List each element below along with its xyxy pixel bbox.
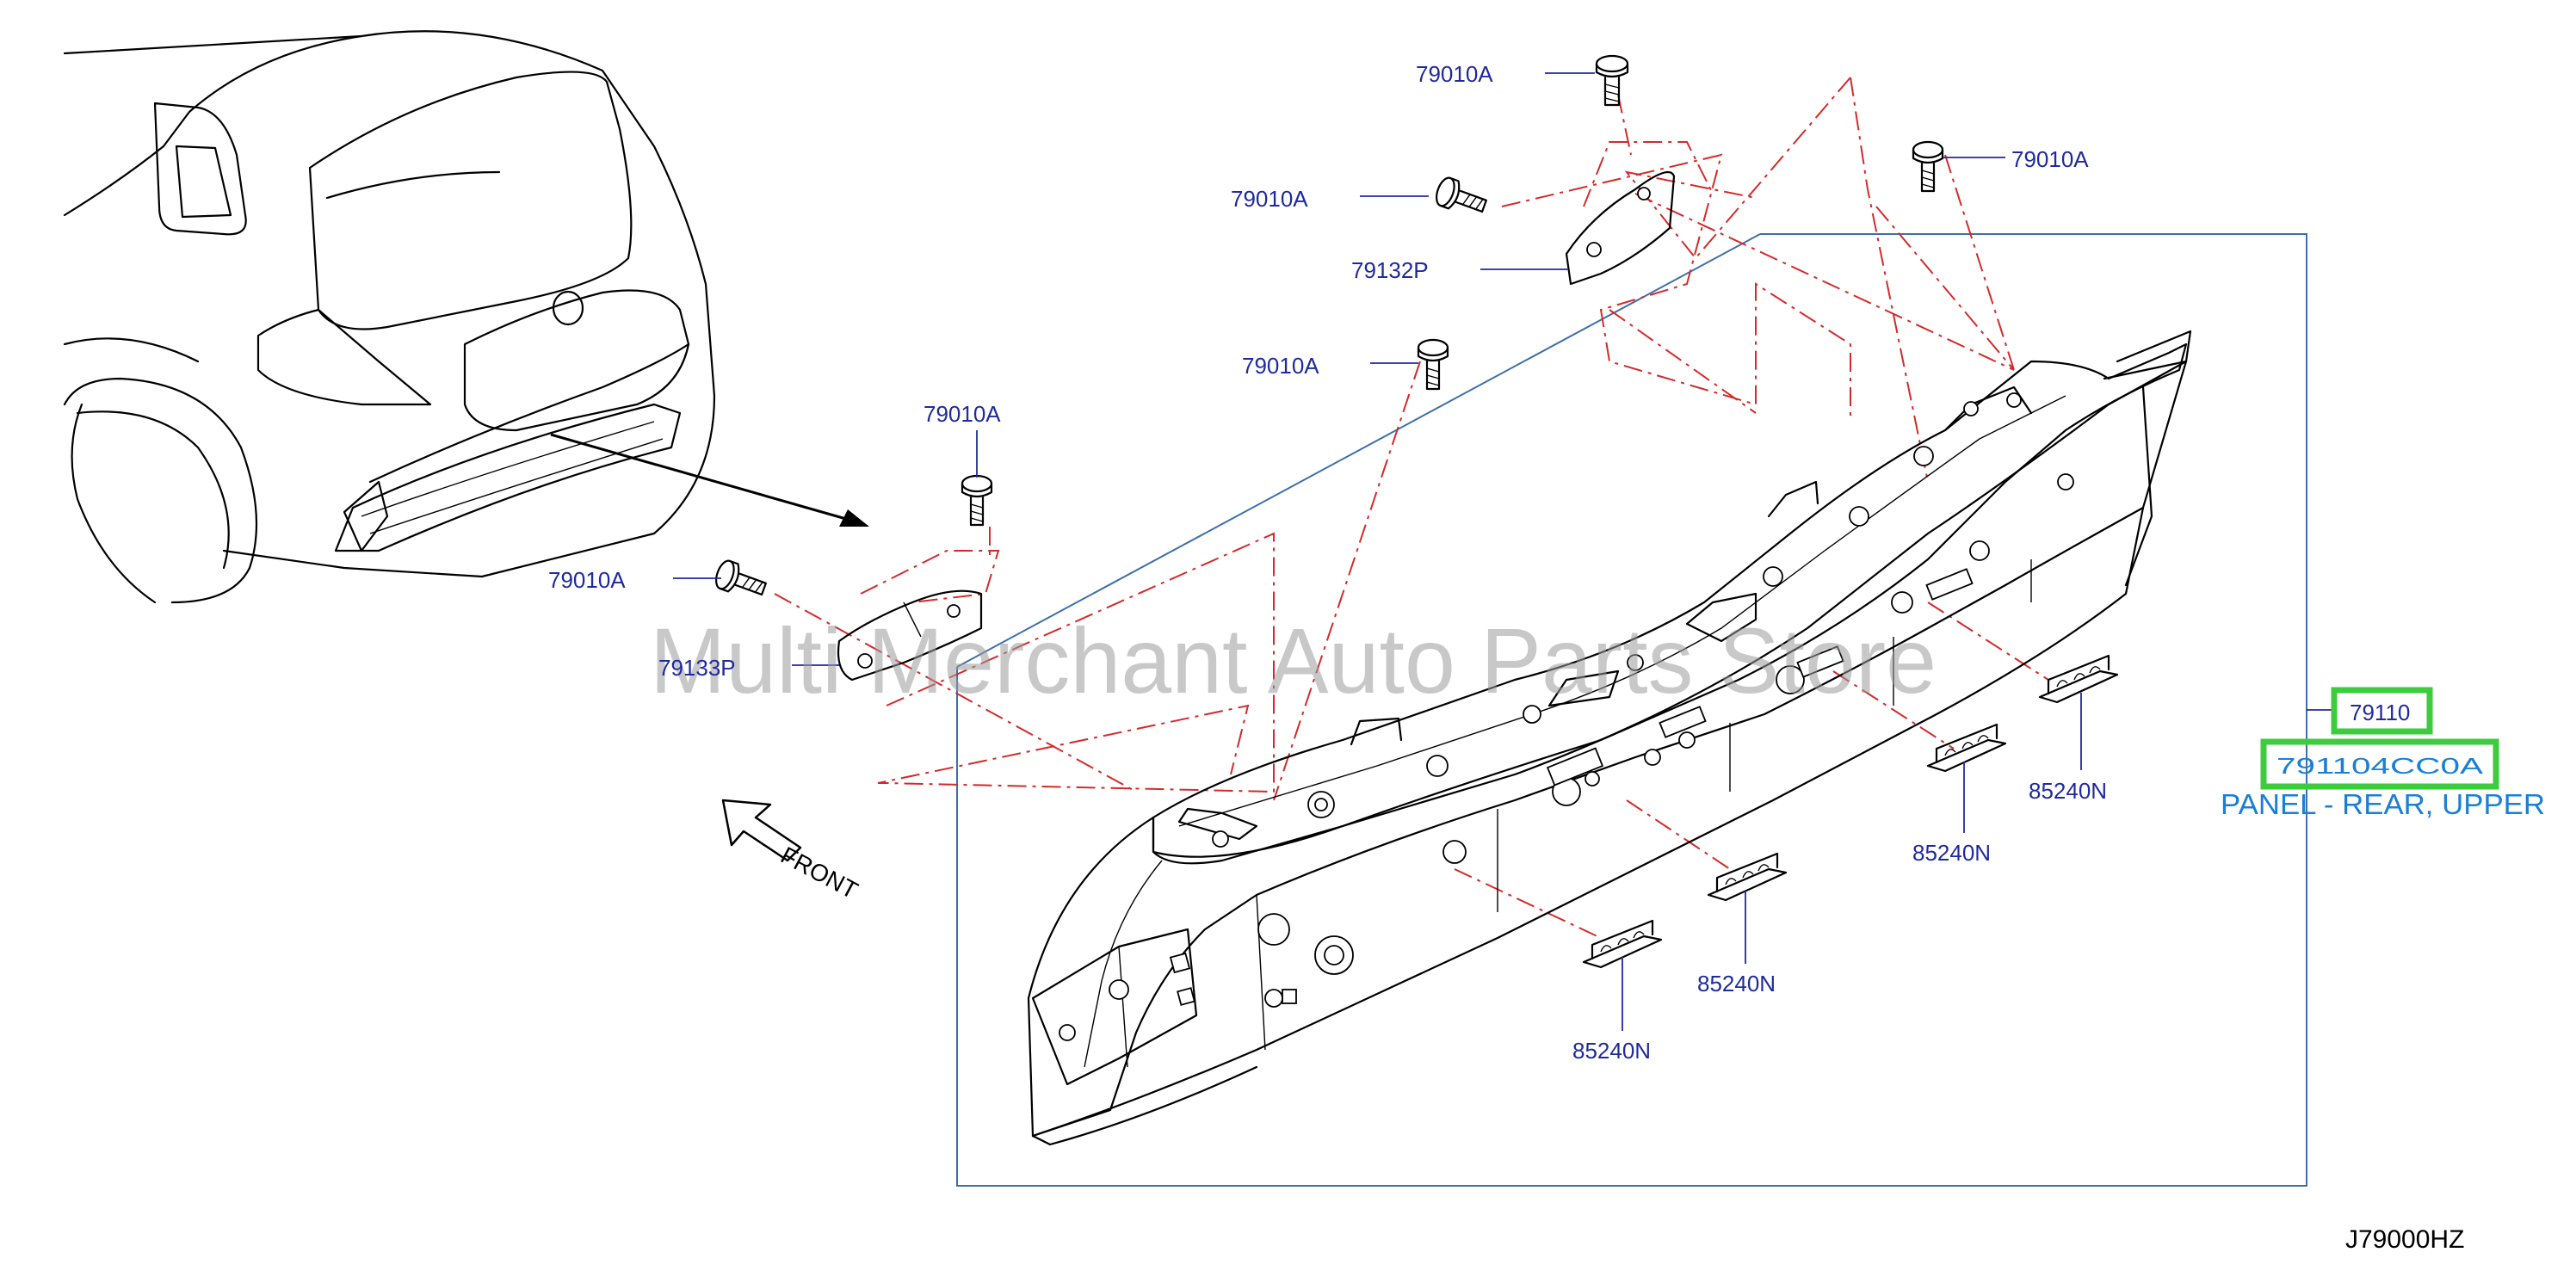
vehicle-rear-view [63,30,716,604]
callout-85240N-clip-2[interactable]: 85240N [1912,840,1991,866]
front-direction-arrow-icon [721,799,802,862]
oem-part-number-link[interactable]: 791104CC0A [2276,753,2484,779]
rear-upper-panel [1027,330,2192,1146]
callout-79133P-bracket[interactable]: 79133P [658,655,736,681]
front-direction-label: FRONT [776,842,862,904]
bolt-icon [714,54,1944,596]
callout-79010A-bolt-center[interactable]: 79010A [1242,353,1319,379]
callout-79010A-bolt-left[interactable]: 79010A [548,567,626,593]
callout-79010A-bolt-top[interactable]: 79010A [1416,61,1493,87]
clip-icon [1582,654,2119,969]
bracket-79133P [837,589,983,682]
callout-85240N-clip-4[interactable]: 85240N [1572,1038,1651,1064]
leader-lines [673,72,2334,1031]
callout-85240N-clip-1[interactable]: 85240N [2029,778,2107,804]
oem-part-number-highlight-box [2260,738,2499,790]
part-description: PANEL - REAR, UPPER [2221,788,2545,820]
bracket-79132P [1565,170,1676,286]
assembly-phantom-lines [774,77,2049,939]
panel-group-frame [956,233,2307,1187]
detail-arrow [550,433,869,527]
part-number-highlight-box [2331,687,2433,735]
panel-group-frame-diagonal [956,233,1761,668]
main-part-number[interactable]: 79110 [2350,700,2410,725]
watermark-text: Multi Merchant Auto Parts Store [650,608,1937,713]
callout-79010A-bolt-mid-left[interactable]: 79010A [1231,186,1308,212]
callout-79010A-bolt-top-right[interactable]: 79010A [2011,146,2089,172]
callout-85240N-clip-3[interactable]: 85240N [1697,971,1776,996]
drawing-number: J79000HZ [2345,1225,2464,1254]
callout-79132P-bracket[interactable]: 79132P [1351,257,1429,283]
callout-79010A-bolt-left-upper[interactable]: 79010A [924,401,1001,427]
